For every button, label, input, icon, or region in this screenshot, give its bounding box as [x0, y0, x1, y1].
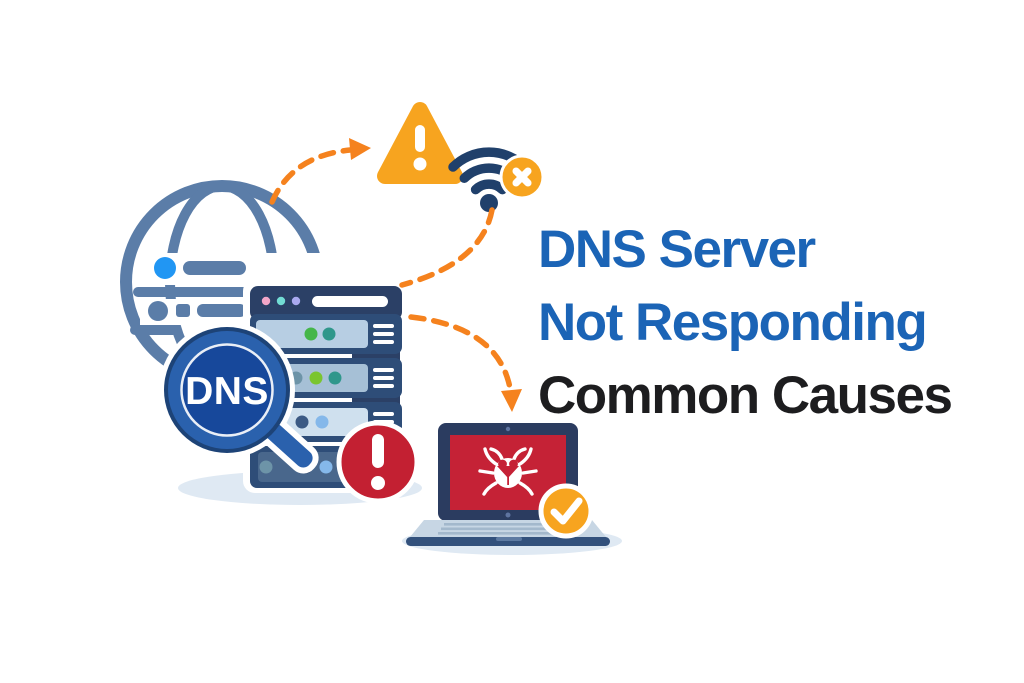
globe-row-square [176, 304, 190, 317]
menu-lines-icon [373, 324, 394, 344]
x-badge-icon [499, 154, 545, 200]
alert-circle-icon [336, 420, 420, 504]
arrow-globe-to-warning [269, 138, 371, 205]
warning-triangle-icon [377, 102, 463, 184]
arrowhead [501, 389, 522, 412]
warning-exclamation-dot [413, 157, 427, 171]
globe-latitude [133, 287, 250, 297]
globe-row-dot-blue [154, 257, 176, 279]
malware-laptop-icon [406, 423, 610, 546]
laptop-trackpad-notch [496, 537, 522, 541]
status-dot-teal [328, 371, 342, 385]
status-dot-muted [259, 460, 273, 474]
globe-row-dot [148, 301, 168, 321]
globe-row-bar [197, 304, 246, 317]
server-dot-purple [291, 296, 301, 306]
status-dot-green [304, 327, 318, 341]
status-dot-lightblue [319, 460, 333, 474]
laptop-front-bar [406, 537, 610, 546]
server-dot-pink [261, 296, 271, 306]
server-search-bar [312, 296, 388, 307]
globe-latitude-stub [130, 325, 178, 335]
wifi-dot [480, 194, 498, 212]
alert-exclamation-dot [371, 476, 385, 490]
status-dot-navy [295, 415, 309, 429]
wifi-error-icon [448, 147, 545, 212]
bug-icon [478, 447, 538, 496]
arrow-server-to-laptop [408, 314, 522, 412]
laptop-camera-dot [505, 426, 511, 432]
warning-exclamation-bar [415, 125, 425, 152]
headline-line-1: DNS Server [538, 220, 816, 279]
status-dot-green [309, 371, 323, 385]
globe-row-bar [183, 261, 246, 275]
check-badge-icon [538, 483, 594, 539]
arrowhead [349, 138, 371, 160]
status-dot-lightblue [315, 415, 329, 429]
laptop-keyboard [438, 523, 578, 535]
headline-line-2: Not Responding [538, 293, 928, 352]
magnifier-label: DNS [185, 370, 269, 413]
alert-exclamation-bar [372, 434, 384, 468]
magnifier-lens [182, 345, 272, 435]
dns-magnifier-icon: DNS [159, 322, 319, 474]
headline: DNS Server Not Responding Common Causes [538, 213, 953, 432]
menu-lines-icon [373, 368, 394, 388]
arrow-wifi-to-server [399, 207, 495, 288]
server-dot-cyan [276, 296, 286, 306]
server-bay-1 [250, 314, 402, 354]
laptop-bezel-dot [505, 512, 511, 518]
status-dot-teal [322, 327, 336, 341]
headline-line-3: Common Causes [538, 366, 953, 425]
